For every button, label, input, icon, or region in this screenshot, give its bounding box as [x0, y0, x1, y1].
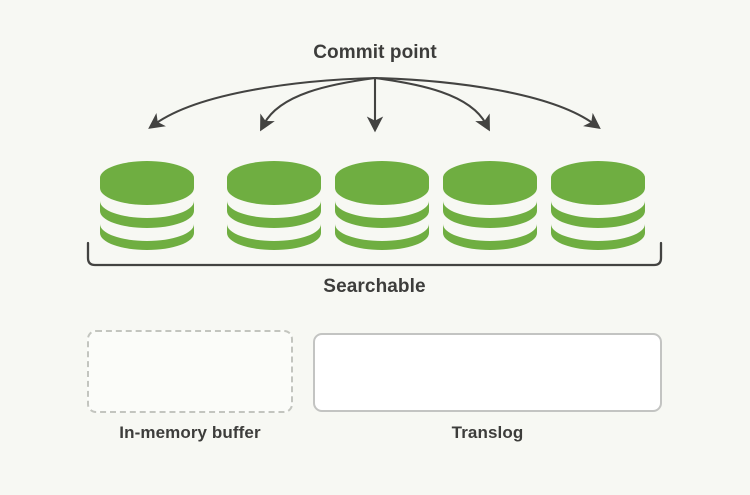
segment-cylinder-4: [443, 161, 537, 250]
commit-arrow-1: [148, 76, 377, 129]
segment-cylinder-2: [227, 161, 321, 250]
segment-cylinder-3: [335, 161, 429, 250]
searchable-label: Searchable: [323, 276, 426, 297]
in-memory-buffer-box: [87, 330, 293, 413]
translog-label: Translog: [451, 423, 524, 442]
segment-cylinder-5: [551, 161, 645, 250]
translog-box: [313, 333, 662, 412]
segment-cylinders: [100, 161, 645, 250]
segment-cylinder-1: [100, 161, 194, 250]
commit-arrow-5: [373, 76, 601, 129]
commit-point-title: Commit point: [313, 42, 437, 63]
commit-arrow-2: [260, 76, 377, 132]
commit-arrow-4: [373, 76, 490, 132]
searchable-bracket: [86, 241, 663, 267]
commit-arrow-group: [148, 76, 601, 133]
in-memory-buffer-label: In-memory buffer: [119, 423, 261, 442]
